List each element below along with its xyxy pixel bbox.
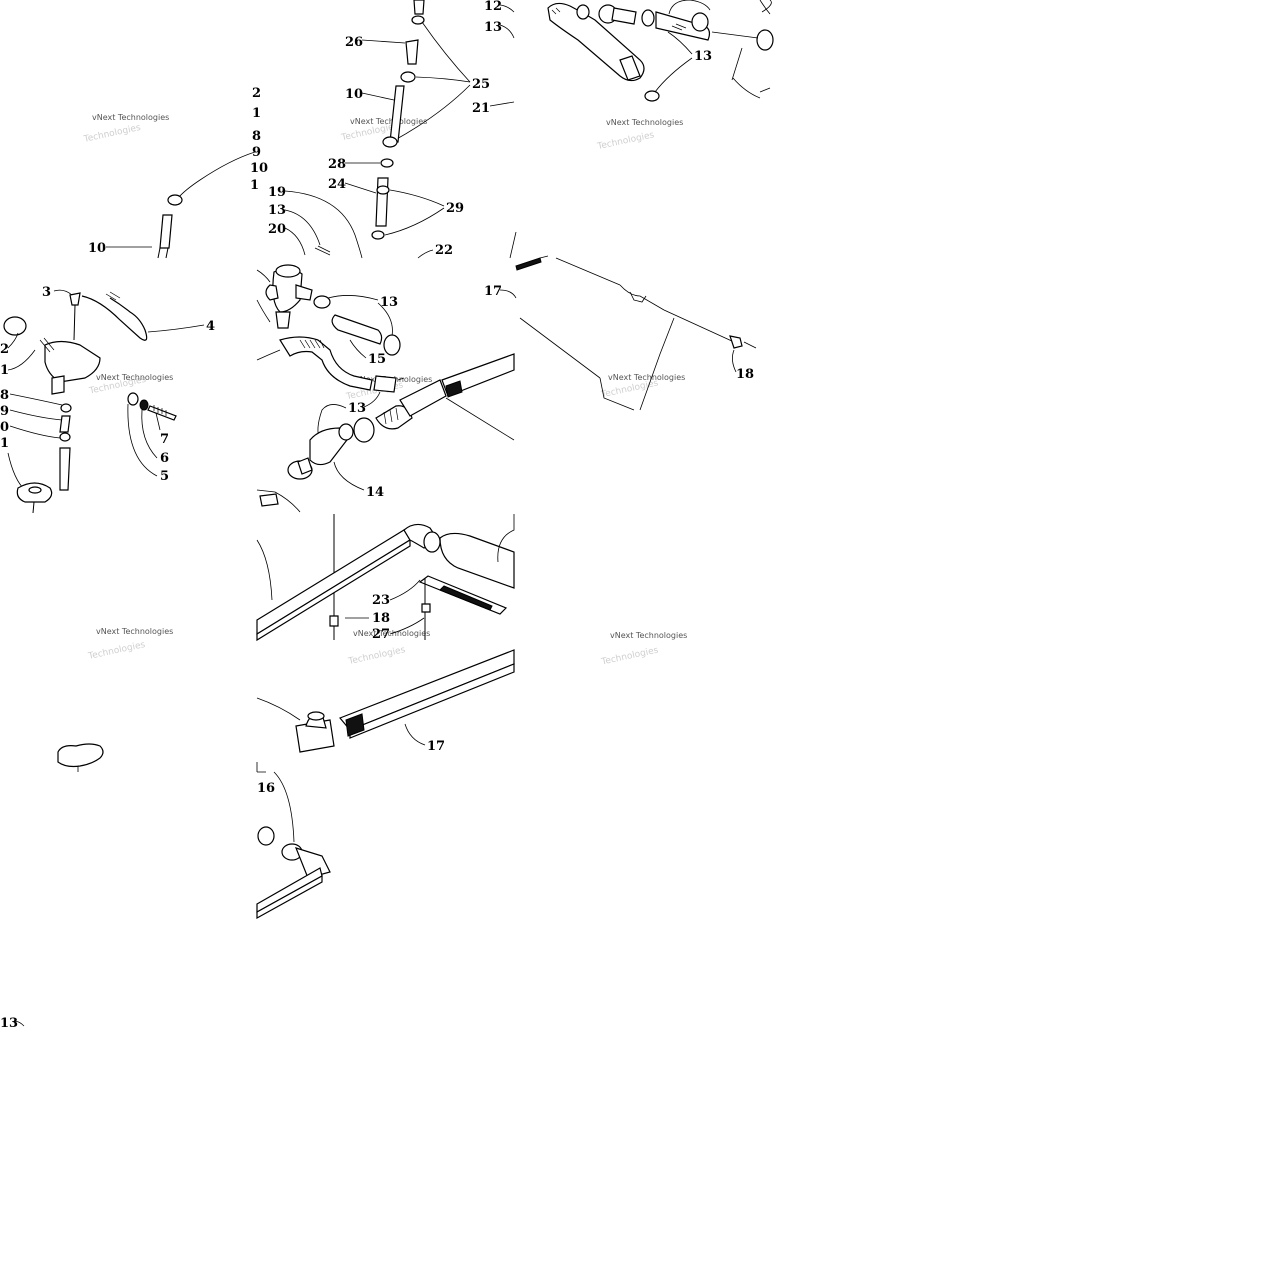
callout-12: 12 <box>484 0 502 14</box>
svg-text:Technologies: Technologies <box>600 646 660 668</box>
callout-4: 4 <box>206 319 215 334</box>
watermark: vNext Technologies <box>350 117 427 126</box>
heater-hose-top-right: 13 <box>547 0 774 102</box>
heater-duct-right: 17 18 <box>484 231 757 411</box>
hose-clamp-assembly-left: 2 1 8 9 10 1 10 <box>88 86 268 259</box>
svg-text:Technologies: Technologies <box>596 130 656 152</box>
callout-19: 19 <box>268 185 286 200</box>
callout-26: 26 <box>345 35 363 50</box>
callout-25: 25 <box>472 77 490 92</box>
callout-15: 15 <box>368 352 386 367</box>
callout-10: 10 <box>88 241 106 256</box>
callout-7: 7 <box>160 432 169 447</box>
svg-text:1: 1 <box>252 106 261 121</box>
svg-text:Technologies: Technologies <box>82 123 142 145</box>
callout-24: 24 <box>328 177 346 192</box>
callout-21: 21 <box>472 101 490 116</box>
gasket-part <box>57 743 104 772</box>
watermark: vNext Technologies <box>96 373 173 382</box>
callout-13: 13 <box>348 401 366 416</box>
callout-23: 23 <box>372 593 390 608</box>
callout-28: 28 <box>328 157 346 172</box>
svg-text:1: 1 <box>250 178 259 193</box>
callout-27: 27 <box>372 627 390 642</box>
callout-0: 0 <box>0 420 9 435</box>
svg-text:Technologies: Technologies <box>347 645 407 667</box>
svg-text:2: 2 <box>252 86 261 101</box>
svg-text:8: 8 <box>252 129 261 144</box>
watermark: vNext Technologies <box>96 627 173 636</box>
callout-13: 13 <box>268 203 286 218</box>
watermark: vNext Technologies <box>610 631 687 640</box>
callout-9: 9 <box>0 404 9 419</box>
watermark: vNext Technologies <box>608 373 685 382</box>
callout-18: 18 <box>736 367 754 382</box>
callout-14: 14 <box>366 485 384 500</box>
watermark: vNext Technologies <box>606 118 683 127</box>
callout-29: 29 <box>446 201 464 216</box>
fuel-tank-fittings: 3 4 2 1 7 6 5 8 9 0 <box>0 285 215 514</box>
callout-10: 10 <box>345 87 363 102</box>
callout-20: 20 <box>268 222 286 237</box>
svg-text:10: 10 <box>250 161 268 176</box>
heater-core-hoses-center: 13 15 13 14 <box>256 264 515 513</box>
callout-1: 1 <box>0 436 9 451</box>
callout-13: 13 <box>484 20 502 35</box>
callout-8: 8 <box>0 388 9 403</box>
callout-3: 3 <box>42 285 51 300</box>
callout-13: 13 <box>694 49 712 64</box>
svg-text:9: 9 <box>252 145 261 160</box>
callout-2: 2 <box>0 342 9 357</box>
callout-18: 18 <box>372 611 390 626</box>
callout-22: 22 <box>435 243 453 258</box>
heater-duct-bottom: 16 <box>256 762 331 920</box>
callout-16: 16 <box>257 781 275 796</box>
callout-13: 13 <box>380 295 398 310</box>
bottom-left-callout: 13 <box>0 1016 25 1031</box>
callout-17: 17 <box>427 739 445 754</box>
callout-1: 1 <box>0 363 9 378</box>
callout-17: 17 <box>484 284 502 299</box>
vertical-hose-stack: 26 25 10 28 24 29 19 13 20 22 <box>268 0 515 259</box>
callout-13: 13 <box>0 1016 18 1031</box>
svg-text:Technologies: Technologies <box>87 640 147 662</box>
heater-duct-frame: 23 18 27 17 <box>256 514 515 754</box>
watermark: vNext Technologies <box>92 113 169 122</box>
callout-5: 5 <box>160 469 169 484</box>
callout-6: 6 <box>160 451 169 466</box>
